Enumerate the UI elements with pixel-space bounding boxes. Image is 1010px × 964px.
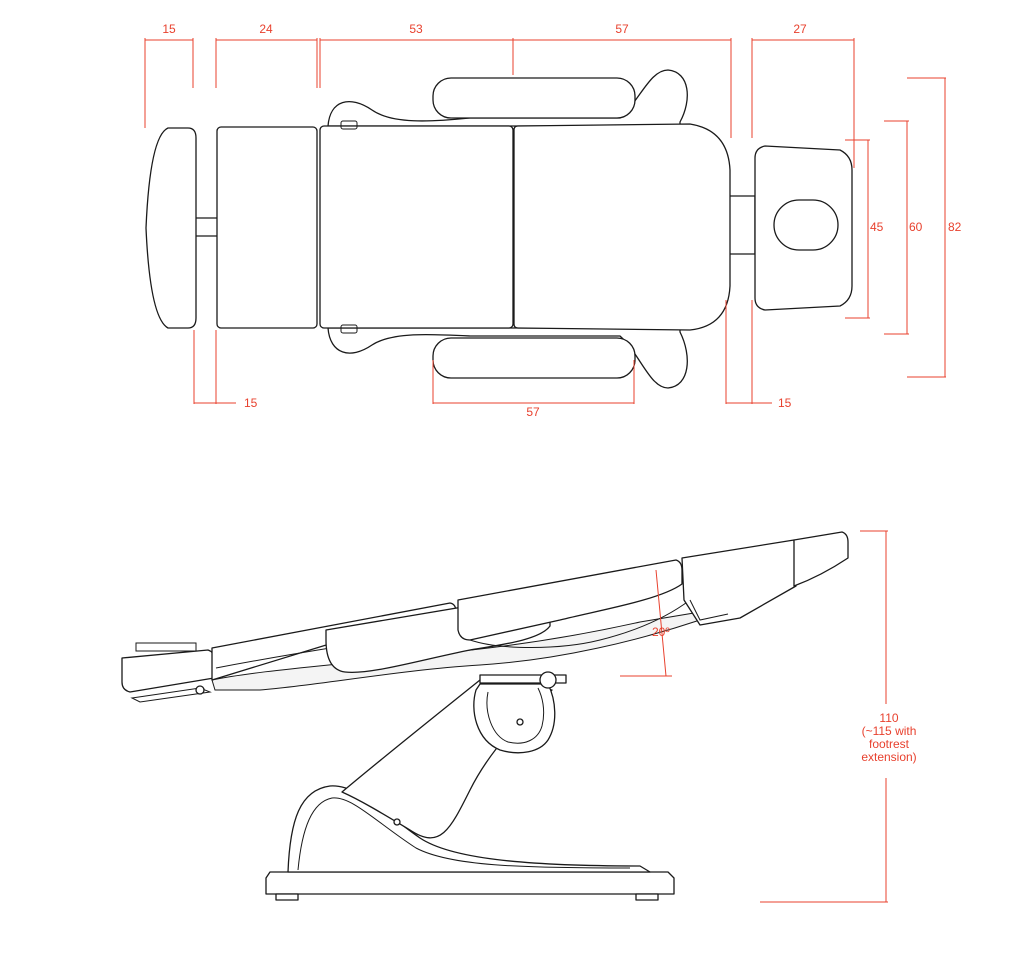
top-view (145, 69, 853, 389)
adjust-knob (539, 671, 557, 689)
dim-gap-right: 15 (778, 396, 792, 410)
backrest-section (513, 123, 731, 331)
seat-section (319, 125, 514, 329)
dim-total-width: 82 (948, 220, 962, 234)
side-backrest-lower (681, 539, 797, 626)
base-plate (265, 871, 675, 895)
height-dimension: 110 (~115 with footrest extension) (760, 530, 917, 903)
dim-headrest-length: 27 (793, 22, 807, 36)
dim-backrest-length: 57 (615, 22, 629, 36)
base-bolt (393, 818, 401, 826)
dim-height-note-3: extension) (861, 750, 916, 764)
side-view: 20º (121, 531, 849, 901)
dim-height-value: 110 (879, 711, 898, 725)
seat-bracket-top (340, 120, 358, 130)
arm-mount (473, 683, 556, 754)
dim-seat-length: 53 (409, 22, 423, 36)
seat-bracket-bottom (340, 324, 358, 334)
dim-headrest-width: 45 (870, 220, 884, 234)
dim-height-note-2: footrest (869, 737, 910, 751)
footrest-pad (145, 127, 197, 329)
dim-height-note-1: (~115 with (862, 724, 917, 738)
side-headrest (793, 531, 849, 587)
face-hole (773, 199, 839, 251)
leg-section (216, 126, 318, 329)
dim-backrest-width: 60 (909, 220, 923, 234)
side-backrest (457, 559, 683, 641)
pivot-bolt (516, 718, 524, 726)
foot-right (635, 893, 659, 901)
lower-armrest (432, 337, 636, 379)
dim-leg-length: 24 (259, 22, 273, 36)
lower-armrest-wing (327, 327, 688, 389)
dim-gap-left: 15 (244, 396, 258, 410)
upper-armrest (432, 77, 636, 119)
dim-armrest-length: 57 (526, 405, 540, 419)
dim-backrest-angle: 20º (652, 625, 670, 639)
dim-footrest-length: 15 (162, 22, 176, 36)
seat-bracket (479, 674, 567, 684)
foot-left (275, 893, 299, 901)
top-dimensions: 15 24 53 57 27 15 57 15 45 60 82 (144, 22, 962, 419)
